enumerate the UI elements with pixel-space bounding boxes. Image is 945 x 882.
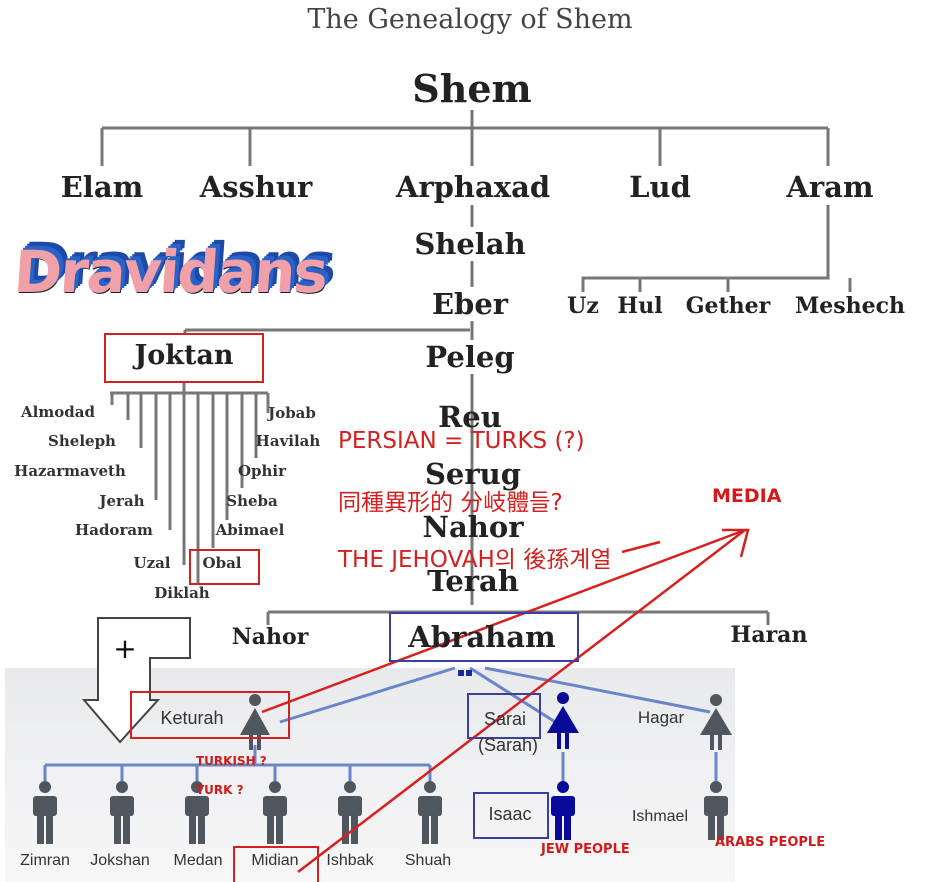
node-hul: Hul <box>617 293 663 319</box>
diagram-title: The Genealogy of Shem <box>307 4 633 35</box>
node-arphaxad: Arphaxad <box>395 170 551 204</box>
node-sheba: Sheba <box>226 492 278 510</box>
node-elam: Elam <box>60 170 144 204</box>
node-diklah: Diklah <box>154 584 210 602</box>
annotation-turk: TURK ? <box>196 783 244 797</box>
node-hagar: Hagar <box>637 708 685 727</box>
joktan-highlight-box <box>104 333 264 383</box>
node-ishbak: Ishbak <box>326 852 374 869</box>
annotation-jew-people: JEW PEOPLE <box>541 842 630 857</box>
node-shem: Shem <box>412 66 532 111</box>
annotation-turkish: TURKISH ? <box>196 754 267 768</box>
node-abraham: Abraham <box>408 620 556 654</box>
node-joktan: Joktan <box>134 340 234 371</box>
isaac-highlight-box <box>473 792 549 839</box>
node-eber: Eber <box>431 287 509 321</box>
obal-highlight-box <box>189 549 260 585</box>
node-haran: Haran <box>730 622 808 648</box>
node-jerah: Jerah <box>99 492 145 510</box>
node-sheleph: Sheleph <box>48 432 116 450</box>
annotation-arabs-people: ARABS PEOPLE <box>715 835 826 850</box>
abraham-highlight-box <box>389 612 579 662</box>
node-abimael: Abimael <box>215 521 285 539</box>
node-nahor-line: Nahor <box>422 510 524 544</box>
node-havilah: Havilah <box>255 432 321 450</box>
node-zimran: Zimran <box>20 852 70 869</box>
node-reu: Reu <box>438 400 502 434</box>
node-gether: Gether <box>685 293 771 319</box>
ishmael-figure-icon <box>704 781 728 840</box>
red-arrows <box>261 528 750 873</box>
keturah-figure-icon <box>240 694 270 750</box>
node-shelah: Shelah <box>414 227 526 261</box>
annotation-media: MEDIA <box>712 485 782 507</box>
node-ophir: Ophir <box>237 462 287 480</box>
node-asshur: Asshur <box>199 170 313 204</box>
person-figures <box>33 692 732 844</box>
node-isaac: Isaac <box>488 804 532 824</box>
node-lud: Lud <box>629 170 691 204</box>
annotation-persian: PERSIAN = TURKS (?) <box>338 428 585 454</box>
node-sarah: (Sarah) <box>477 735 539 755</box>
node-obal: Obal <box>202 554 242 572</box>
node-meshech: Meshech <box>794 293 906 319</box>
node-serug: Serug <box>424 457 522 491</box>
node-aram: Aram <box>786 170 874 204</box>
node-midian: Midian <box>251 852 299 869</box>
sarah-figure-icon <box>547 692 579 749</box>
node-uz: Uz <box>567 293 599 319</box>
keturah-highlight-box <box>130 691 290 739</box>
sarai-highlight-box <box>467 693 541 739</box>
node-jokshan: Jokshan <box>90 852 150 869</box>
annotation-jehovah: THE JEHOVAH의 後孫계열 <box>338 547 612 573</box>
node-medan: Medan <box>173 852 223 869</box>
node-hazarmaveth: Hazarmaveth <box>14 462 126 480</box>
node-shuah: Shuah <box>404 852 452 869</box>
node-almodad: Almodad <box>21 403 95 421</box>
node-hadoram: Hadoram <box>75 521 153 539</box>
node-keturah: Keturah <box>160 708 224 728</box>
hagar-figure-icon <box>700 694 732 750</box>
hollow-arrow-icon <box>81 617 191 744</box>
node-terah: Terah <box>427 564 519 598</box>
node-ishmael: Ishmael <box>631 808 689 825</box>
node-peleg: Peleg <box>425 340 515 374</box>
node-sarai: Sarai <box>483 709 527 729</box>
midian-highlight-box <box>233 846 319 882</box>
dravidans-logo: Dravidans <box>11 238 329 306</box>
isaac-figure-icon <box>551 781 575 840</box>
node-uzal: Uzal <box>133 554 171 572</box>
node-jobab: Jobab <box>268 404 316 422</box>
son-figures-icon <box>33 781 442 844</box>
annotation-hanja: 同種異形的 分岐體들? <box>338 490 563 516</box>
node-nahor: Nahor <box>231 624 309 650</box>
plus-sign: + <box>113 632 137 665</box>
